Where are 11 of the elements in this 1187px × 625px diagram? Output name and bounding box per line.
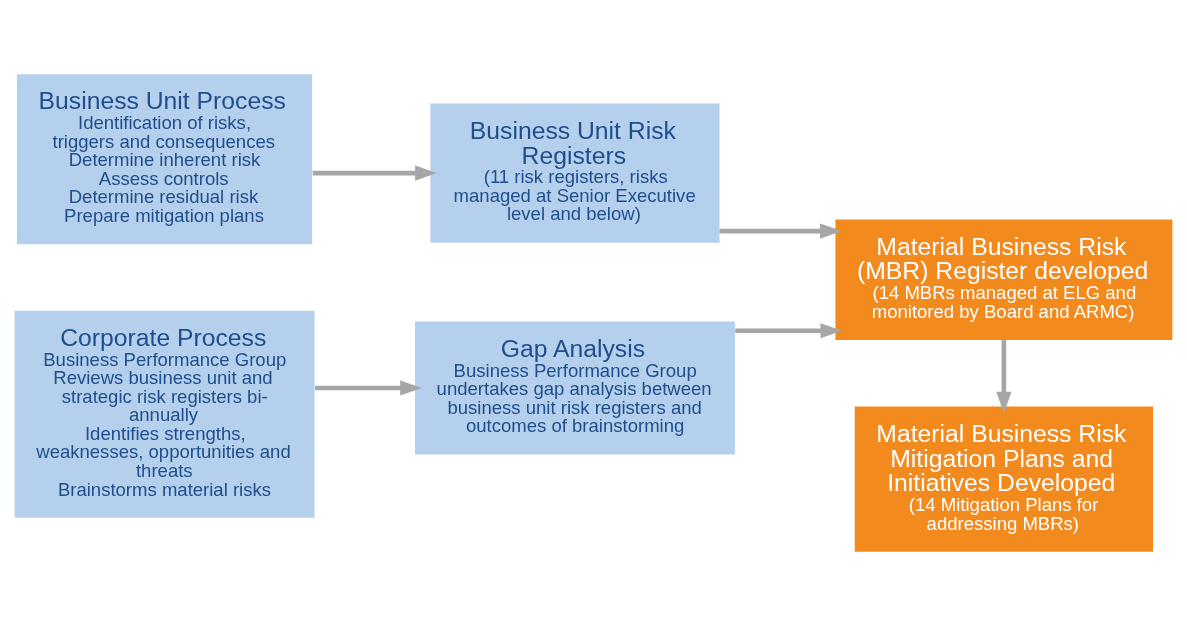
node-box: Gap Analysis Business Performance Group undertakes gap analysis between business unit risk registers and outcomes of brainstorming — [414, 321, 735, 454]
arrow — [315, 379, 422, 396]
node-box: Material Business Risk (MBR) Register developed (14 MBRs managed at ELG and monitored by Board and ARMC) — [835, 219, 1173, 340]
node-box: Material Business Risk Mitigation Plans and Initiatives Developed (14 Mitigation Plans for addressing MBRs) — [854, 406, 1154, 552]
node-box: Corporate Process Business Performance Group Reviews business unit and strategic risk registers bi-annually Identifies strengths, weaknesses, opportunities and threats Brainstorms material risks — [14, 310, 315, 518]
arrow — [719, 222, 842, 239]
arrow — [312, 165, 437, 181]
node-box: Business Unit Risk Registers (11 risk registers, risks managed at Senior Executive level and below) — [430, 103, 720, 243]
arrow — [735, 322, 843, 338]
arrow — [996, 339, 1012, 413]
node-box: Business Unit Process Identification of risks, triggers and consequences Determine inherent risk Assess controls Determine residual risk Prepare mitigation plans — [16, 73, 313, 244]
